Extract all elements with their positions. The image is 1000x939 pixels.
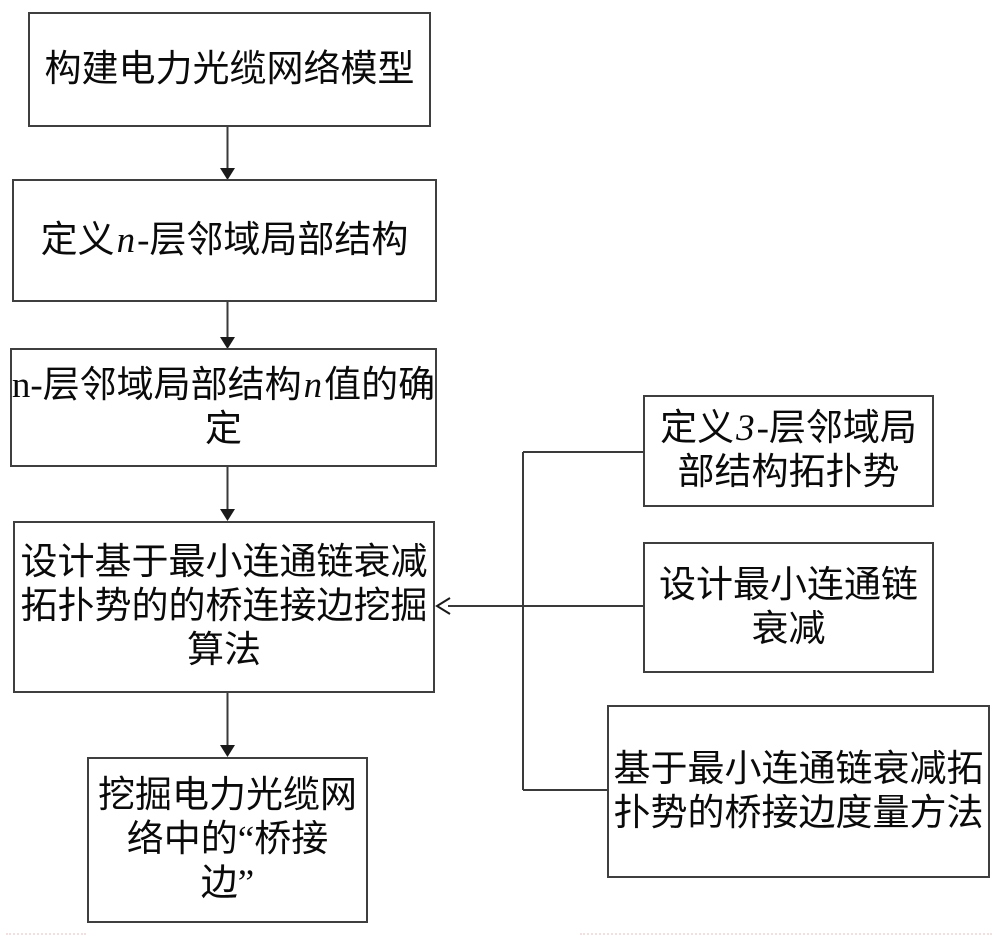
flow-box-design-bridge-edge-mining-algorithm: 设计基于最小连通链衰减 拓扑势的的桥连接边挖掘 算法 <box>13 521 435 693</box>
box-text-line: 定义n-层邻域局部结构 <box>41 219 409 263</box>
box-text: 部结构拓扑势 <box>677 452 900 493</box>
box-text-line: 挖掘电力光缆网 <box>98 774 357 818</box>
arrowhead-down-icon <box>220 509 235 521</box>
scan-artifact-line <box>6 933 86 935</box>
box-text-line: 扑势的桥接边度量方法 <box>614 792 984 836</box>
box-text: 设计最小连通链 <box>659 564 918 606</box>
flow-box-mine-bridge-edges: 挖掘电力光缆网 络中的“桥接 边” <box>87 757 368 923</box>
arrowhead-left-icon <box>435 597 451 615</box>
box-text: 定义 <box>660 408 735 449</box>
box-text: 挖掘电力光缆网 <box>98 775 357 816</box>
box-text: 扑势的桥接边度量方法 <box>613 792 984 834</box>
box-text-line: 设计基于最小连通链衰减 <box>21 541 428 585</box>
flow-box-design-min-connected-chain-decay: 设计最小连通链 衰减 <box>643 542 934 673</box>
flow-box-determine-n-value: n-层邻域局部结构n值的确 定 <box>10 348 437 467</box>
box-text: 边” <box>200 863 255 904</box>
box-text: 设计基于最小连通链衰减 <box>20 542 428 583</box>
flow-box-define-3-layer-topology-potential: 定义3-层邻域局 部结构拓扑势 <box>643 395 934 507</box>
box-text-line: n-层邻域局部结构n值的确 <box>12 364 435 408</box>
box-text-line: 定 <box>205 408 242 452</box>
box-text-line: 基于最小连通链衰减拓 <box>614 748 984 792</box>
box-text-line: 设计最小连通链 <box>659 564 918 608</box>
arrowhead-down-icon <box>220 745 235 757</box>
box-text: 拓扑势的的桥连接边挖掘 <box>20 586 428 627</box>
box-text: 定 <box>205 408 242 450</box>
flow-box-bridge-edge-measurement-method: 基于最小连通链衰减拓 扑势的桥接边度量方法 <box>607 705 990 878</box>
box-text: 络中的“桥接 <box>126 819 329 860</box>
box-text-line: 络中的“桥接 <box>127 818 328 862</box>
box-text: 定义 <box>40 219 115 261</box>
box-text: 衰减 <box>751 608 826 650</box>
box-text-line: 部结构拓扑势 <box>678 451 900 495</box>
box-text: 值的确 <box>324 364 436 406</box>
box-text-line: 边” <box>201 862 254 906</box>
italic-variable: n <box>116 219 136 261</box>
box-text: n-层邻域局部结构 <box>11 364 302 406</box>
box-text-line: 定义3-层邻域局 <box>660 407 917 451</box>
scan-artifact-line <box>580 933 992 935</box>
box-text-line: 衰减 <box>752 608 826 652</box>
italic-variable: 3 <box>736 408 755 449</box>
box-text: -层邻域局 <box>756 408 917 449</box>
box-text-line: 构建电力光缆网络模型 <box>45 48 415 92</box>
box-text: 基于最小连通链衰减拓 <box>613 748 984 790</box>
box-text: 构建电力光缆网络模型 <box>44 48 415 90</box>
flow-box-define-n-layer-structure: 定义n-层邻域局部结构 <box>12 179 437 302</box>
flow-box-build-optical-network-model: 构建电力光缆网络模型 <box>28 12 431 127</box>
italic-variable: n <box>303 364 323 406</box>
box-text: 算法 <box>187 630 261 671</box>
box-text-line: 算法 <box>187 629 261 673</box>
box-text: -层邻域局部结构 <box>137 219 409 261</box>
box-text-line: 拓扑势的的桥连接边挖掘 <box>21 585 428 629</box>
